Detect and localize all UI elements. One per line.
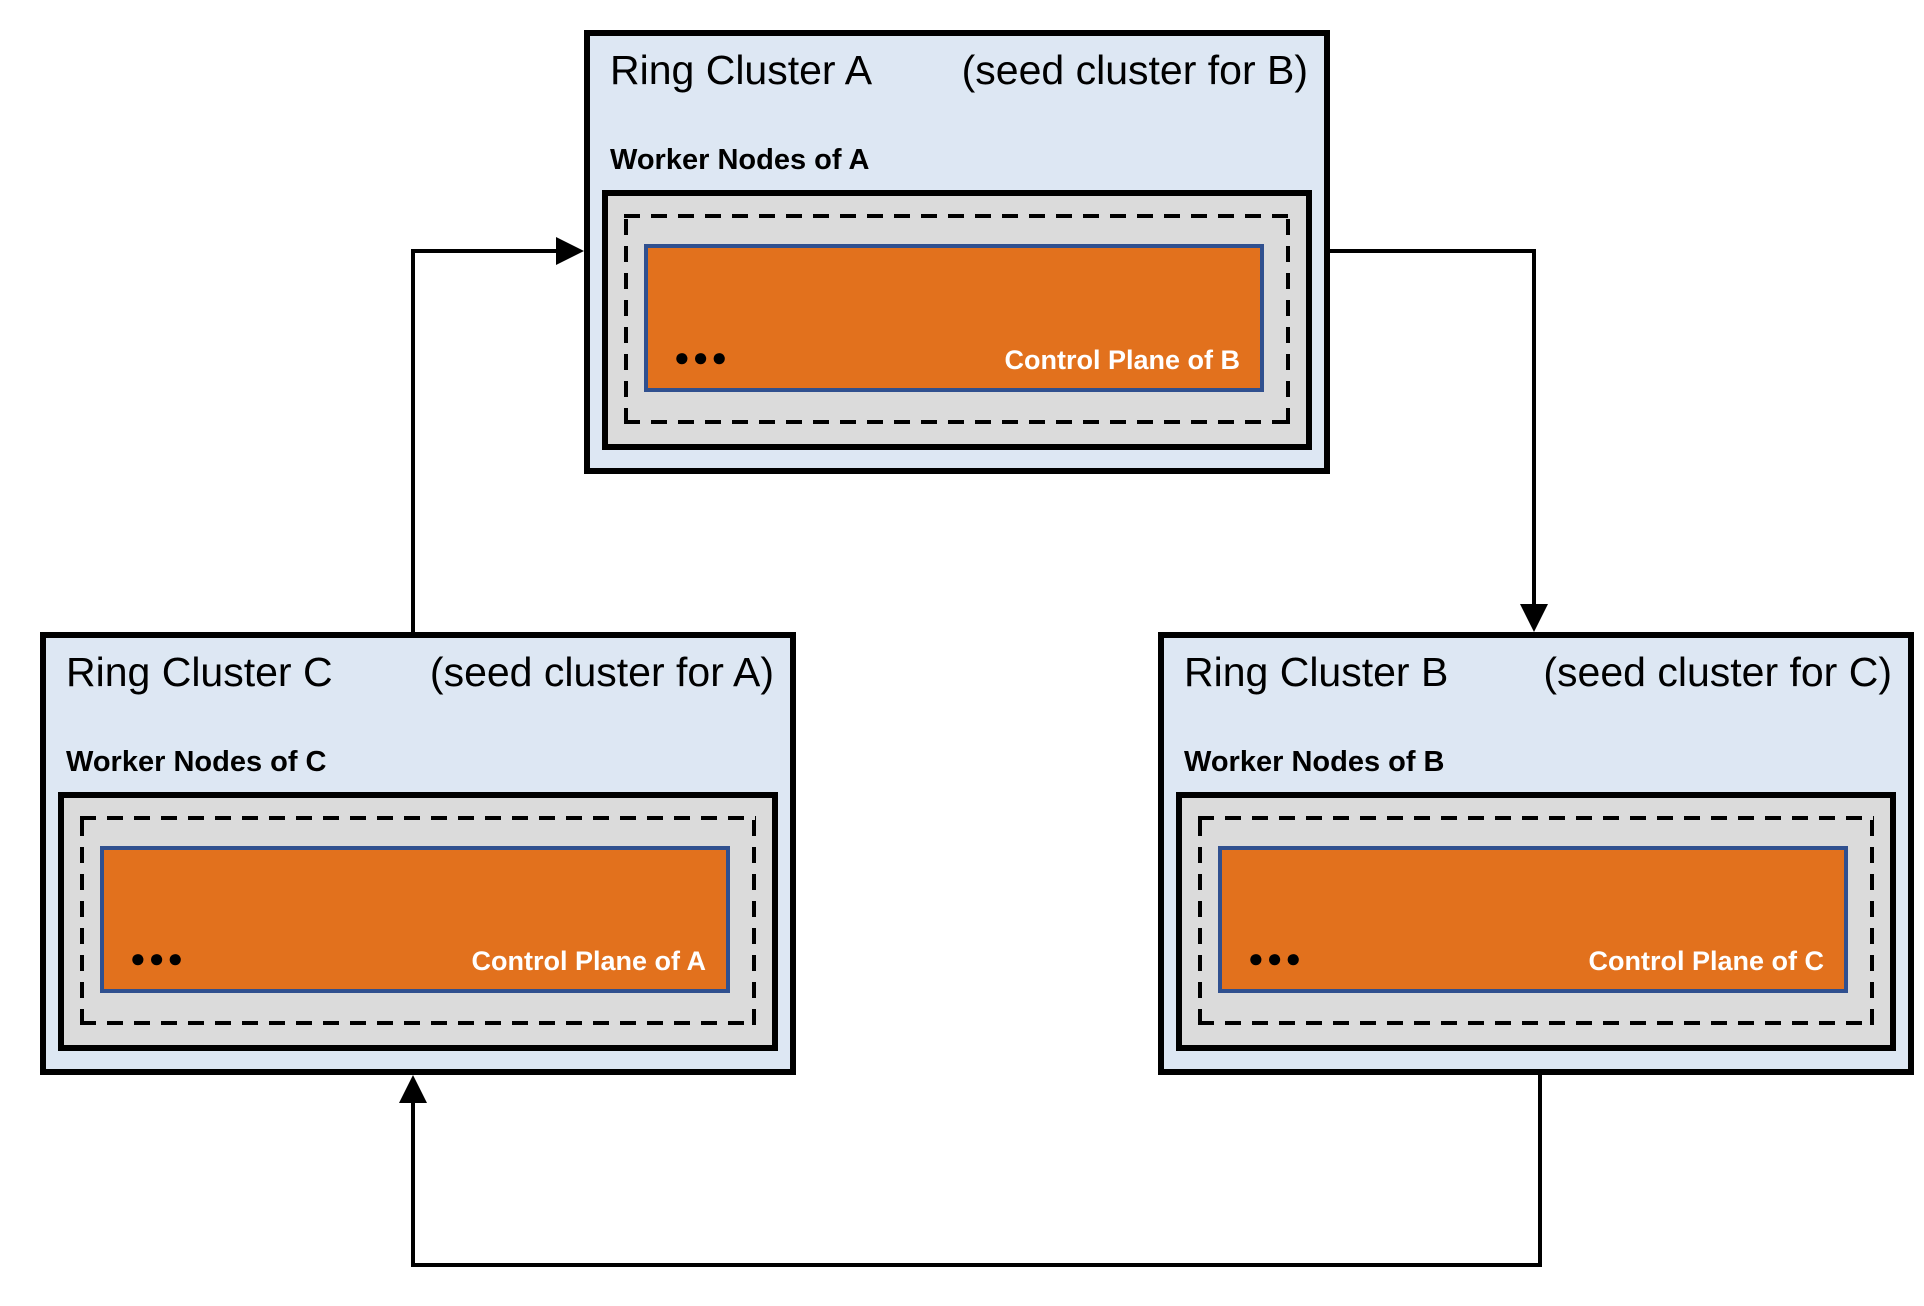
ellipsis-icon: ●●●: [1248, 943, 1305, 973]
arrowhead-down-icon: [1520, 604, 1548, 632]
cluster-c-control-plane-label: Control Plane of A: [471, 946, 707, 976]
arrow-c-to-a: [411, 237, 584, 632]
ellipsis-icon: ●●●: [130, 943, 187, 973]
cluster-b-worker-nodes-label: Worker Nodes of B: [1184, 746, 1445, 779]
cluster-c-dashed-boundary: ●●● Control Plane of A: [80, 816, 756, 1025]
cluster-b-dashed-boundary: ●●● Control Plane of C: [1198, 816, 1874, 1025]
cluster-c-seed-note: (seed cluster for A): [429, 649, 774, 695]
cluster-a-worker-nodes-label: Worker Nodes of A: [610, 144, 870, 177]
cluster-b-control-plane-box: ●●● Control Plane of C: [1218, 846, 1848, 993]
cluster-c-control-plane-box: ●●● Control Plane of A: [100, 846, 730, 993]
cluster-b-worker-nodes-panel: ●●● Control Plane of C: [1176, 792, 1896, 1051]
cluster-b-title: Ring Cluster B (seed cluster for C): [1164, 638, 1908, 699]
cluster-b-seed-note: (seed cluster for C): [1543, 649, 1892, 695]
arrowhead-up-icon: [399, 1075, 427, 1103]
cluster-a-control-plane-label: Control Plane of B: [1004, 345, 1241, 375]
cluster-a-control-plane-box: ●●● Control Plane of B: [644, 244, 1264, 392]
cluster-c-title: Ring Cluster C (seed cluster for A): [46, 638, 790, 699]
cluster-b-control-plane-label: Control Plane of C: [1588, 946, 1825, 976]
cluster-a-name: Ring Cluster A: [610, 47, 873, 93]
arrow-a-to-b: [1330, 249, 1548, 632]
cluster-a-seed-note: (seed cluster for B): [961, 47, 1308, 93]
arrow-b-to-c: [399, 1075, 1542, 1267]
cluster-a-title: Ring Cluster A (seed cluster for B): [590, 36, 1324, 97]
ellipsis-icon: ●●●: [674, 342, 731, 372]
cluster-a-dashed-boundary: ●●● Control Plane of B: [624, 214, 1290, 424]
arrowhead-right-icon: [556, 237, 584, 265]
cluster-b: Ring Cluster B (seed cluster for C) Work…: [1158, 632, 1914, 1075]
cluster-b-name: Ring Cluster B: [1184, 649, 1449, 695]
cluster-c-name: Ring Cluster C: [66, 649, 333, 695]
cluster-c-worker-nodes-panel: ●●● Control Plane of A: [58, 792, 778, 1051]
cluster-c-worker-nodes-label: Worker Nodes of C: [66, 746, 327, 779]
cluster-a: Ring Cluster A (seed cluster for B) Work…: [584, 30, 1330, 474]
cluster-a-worker-nodes-panel: ●●● Control Plane of B: [602, 190, 1312, 450]
cluster-c: Ring Cluster C (seed cluster for A) Work…: [40, 632, 796, 1075]
